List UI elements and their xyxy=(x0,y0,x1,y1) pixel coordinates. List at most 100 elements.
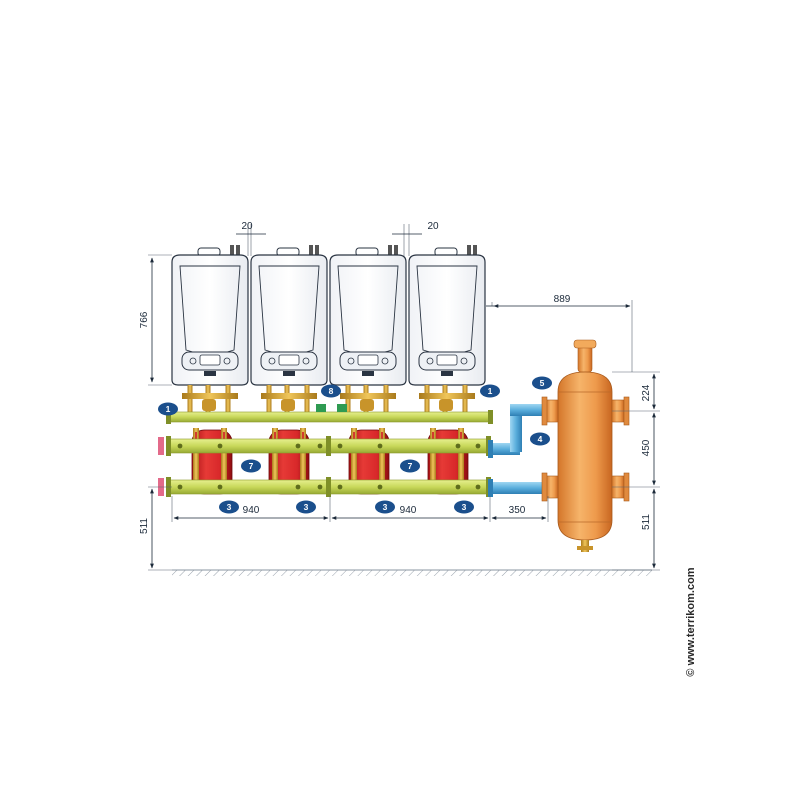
boiler-knob xyxy=(302,357,310,365)
boiler-top-fitting xyxy=(394,245,398,255)
check-valve xyxy=(337,404,347,412)
dim-module-width-right: 940 xyxy=(400,505,417,516)
dimension-lines xyxy=(148,224,660,571)
floor xyxy=(172,569,652,576)
callout-1a: 1 xyxy=(158,402,178,416)
pipe-flange xyxy=(326,477,331,497)
dim-module-width-left: 940 xyxy=(243,505,260,516)
valve-handle xyxy=(381,432,383,440)
valve-handle xyxy=(223,432,225,440)
header-bolt xyxy=(337,484,343,490)
pipe-flange xyxy=(488,410,493,424)
boiler-connection-pipe xyxy=(187,385,193,415)
air-vent-cap xyxy=(573,339,597,349)
valve-handle xyxy=(302,432,304,440)
boiler-knob xyxy=(347,357,355,365)
svg-text:3: 3 xyxy=(383,502,388,512)
callout-7a: 7 xyxy=(241,459,261,473)
riser-pipe xyxy=(221,428,227,488)
boiler-top-fitting xyxy=(473,245,477,255)
dim-bottom-height-left: 511 xyxy=(139,518,150,534)
callouts: 1 1 8 5 4 7 7 3 3 3 3 xyxy=(158,376,552,514)
boiler-top-fitting xyxy=(315,245,319,255)
header-bolt xyxy=(317,443,323,449)
valve-handle xyxy=(460,432,462,440)
boiler-unit xyxy=(250,245,328,386)
valve-handle xyxy=(274,432,276,440)
svg-text:1: 1 xyxy=(488,386,493,396)
boiler-connection-pipe xyxy=(462,385,468,415)
boiler-display xyxy=(278,354,300,366)
callout-3a: 3 xyxy=(219,500,239,514)
pump-fitting xyxy=(360,399,374,411)
svg-text:7: 7 xyxy=(249,461,254,471)
svg-text:3: 3 xyxy=(227,502,232,512)
header-bolt xyxy=(217,443,223,449)
manifold-connector xyxy=(182,393,238,399)
boiler-connection-pipe xyxy=(266,385,272,415)
boiler-knob xyxy=(223,357,231,365)
header-bolt xyxy=(295,443,301,449)
boiler-knob xyxy=(426,357,434,365)
boiler-knob xyxy=(189,357,197,365)
dim-separator-top-offset: 224 xyxy=(641,384,652,401)
dim-boiler-gap-right: 20 xyxy=(427,221,439,232)
header-pipe-flow-left xyxy=(169,438,329,454)
manifold-connector xyxy=(261,393,317,399)
callout-3b: 3 xyxy=(296,500,316,514)
valve-handle xyxy=(353,432,355,440)
manifold-connector xyxy=(340,393,396,399)
connection-pipe-flow-to-separator xyxy=(510,404,548,416)
boiler-display xyxy=(199,354,221,366)
boiler-unit xyxy=(408,245,486,386)
boiler-bottom-vent xyxy=(362,371,374,376)
riser-pipe xyxy=(351,428,357,488)
boiler-bottom-vent xyxy=(283,371,295,376)
header-bolt xyxy=(177,443,183,449)
header-bolt xyxy=(475,443,481,449)
svg-text:5: 5 xyxy=(540,378,545,388)
callout-8: 8 xyxy=(321,384,341,398)
header-bolt xyxy=(455,443,461,449)
boiler-connection-pipe xyxy=(383,385,389,415)
header-bolt xyxy=(317,484,323,490)
end-cap xyxy=(158,437,164,455)
pump-fitting xyxy=(439,399,453,411)
boiler-connection-pipe xyxy=(345,385,351,415)
separator-vessel xyxy=(557,371,613,541)
dim-connection-length: 350 xyxy=(509,505,526,516)
boiler-top-fitting xyxy=(309,245,313,255)
pipe-flange xyxy=(166,436,171,456)
dim-separator-distance: 889 xyxy=(554,294,571,305)
riser-pipe xyxy=(193,428,199,488)
nozzle-flange xyxy=(541,396,548,426)
pump-fitting xyxy=(281,399,295,411)
svg-text:7: 7 xyxy=(408,461,413,471)
dim-boiler-gap-left: 20 xyxy=(241,221,253,232)
pump-fitting xyxy=(202,399,216,411)
separator-nozzle xyxy=(545,475,559,499)
dimension-labels: 20 20 766 889 224 450 511 511 940 940 35… xyxy=(139,221,652,534)
boiler-knob xyxy=(268,357,276,365)
svg-text:8: 8 xyxy=(329,386,334,396)
header-bolt xyxy=(455,484,461,490)
boiler-top-fitting xyxy=(388,245,392,255)
header-bolt xyxy=(217,484,223,490)
header-pipe-top xyxy=(169,411,493,423)
drain-valve-body xyxy=(577,546,593,550)
header-pipe-return-right xyxy=(329,479,491,495)
header-bolt xyxy=(377,443,383,449)
header-bolt xyxy=(475,484,481,490)
header-bolt xyxy=(337,443,343,449)
callout-4: 4 xyxy=(530,432,550,446)
dim-header-spacing: 450 xyxy=(641,439,652,456)
pipe-flange xyxy=(488,440,493,458)
boiler-connection-pipe xyxy=(225,385,231,415)
pipe-flange xyxy=(166,410,171,424)
boiler-display xyxy=(357,354,379,366)
riser-pipe xyxy=(458,428,464,488)
header-bolt xyxy=(295,484,301,490)
pipework xyxy=(158,385,548,497)
valve-handle xyxy=(195,432,197,440)
